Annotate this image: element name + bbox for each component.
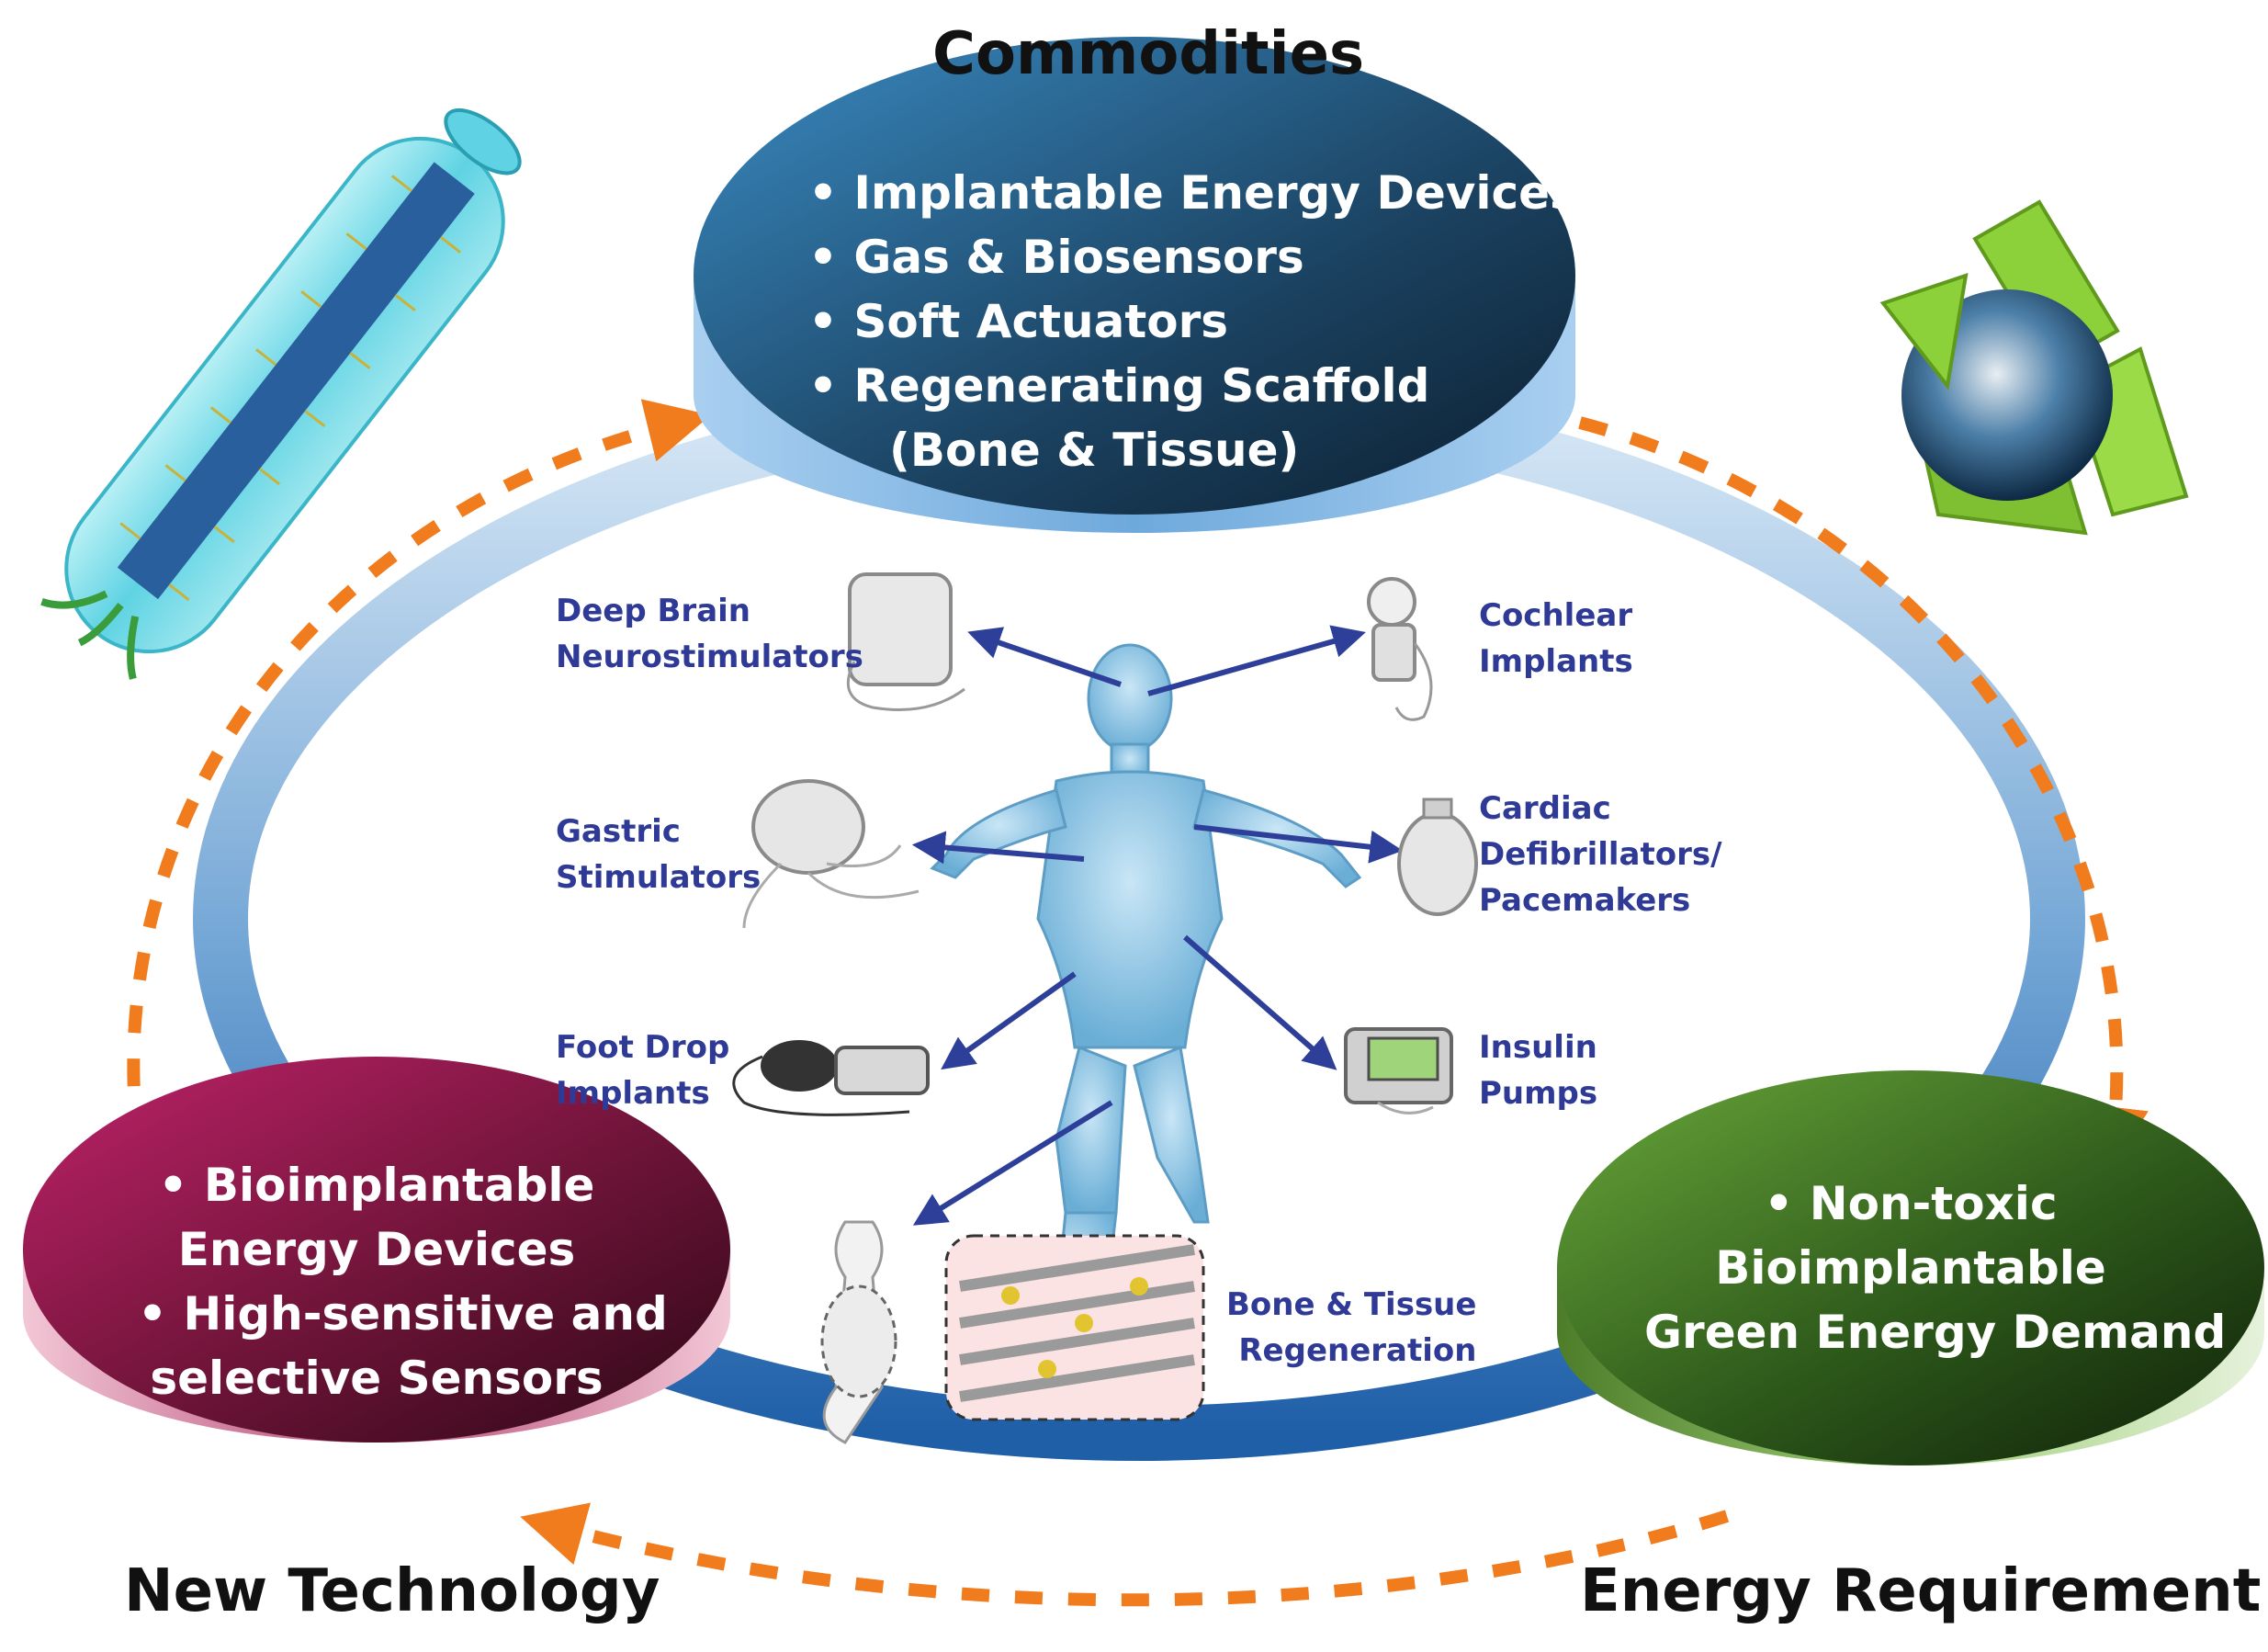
device-connectors [911, 625, 1404, 1226]
connector-foot-drop [941, 971, 1077, 1070]
label-cardiac-line-3: Pacemakers [1479, 882, 1691, 919]
heading-commodities: Commodities [932, 20, 1365, 88]
connector-insulin [1183, 934, 1337, 1070]
top-disk-line-1: • Implantable Energy Devices [808, 166, 1577, 220]
label-cardiac-line-1: Cardiac [1479, 790, 1611, 827]
neurostimulator-icon [846, 572, 965, 711]
left-disk-line-4: selective Sensors [150, 1352, 604, 1405]
pacemaker-icon [1397, 798, 1478, 916]
label-cardiac: Cardiac Defibrillators/ Pacemakers [1479, 786, 1722, 923]
label-foot-drop: Foot Drop Implants [556, 1024, 729, 1116]
label-gastric-line-2: Stimulators [556, 859, 762, 896]
connector-cochlear [1147, 625, 1366, 696]
label-cardiac-line-2: Defibrillators/ [1479, 836, 1722, 873]
left-disk-line-3: • High-sensitive and [138, 1287, 668, 1341]
top-disk-line-4: • Regenerating Scaffold [808, 359, 1430, 413]
right-disk-text: • Non-toxic Bioimplantable Green Energy … [1644, 1171, 2227, 1364]
left-disk-text: • Bioimplantable Energy Devices • High-s… [138, 1153, 668, 1410]
label-cochlear-line-1: Cochlear [1479, 597, 1633, 634]
connector-bone [912, 1100, 1113, 1226]
cochlear-implant-icon [1367, 577, 1433, 721]
top-disk-line-2: • Gas & Biosensors [808, 231, 1304, 284]
left-disk [23, 1057, 730, 1443]
label-insulin-line-2: Pumps [1479, 1075, 1598, 1112]
capsule-icon [40, 107, 522, 680]
top-disk-line-5: (Bone & Tissue) [889, 424, 1300, 477]
arrow-left-to-top [127, 399, 711, 1140]
top-disk-text: • Implantable Energy Devices • Gas & Bio… [808, 161, 1577, 482]
gastric-stimulator-icon [742, 779, 920, 929]
arrow-right-to-left [520, 1502, 1730, 1607]
label-bone: Bone & Tissue Regeneration [1226, 1282, 1476, 1374]
label-foot-drop-line-1: Foot Drop [556, 1029, 730, 1066]
connector-deep-brain [967, 627, 1122, 687]
heading-energy-requirement: Energy Requirement [1580, 1557, 2262, 1625]
label-gastric: Gastric Stimulators [556, 809, 761, 900]
insulin-pump-icon [1344, 1027, 1453, 1115]
right-disk-line-2: Bioimplantable [1715, 1241, 2106, 1295]
label-gastric-line-1: Gastric [556, 813, 681, 850]
label-insulin: Insulin Pumps [1479, 1024, 1597, 1116]
top-disk [694, 37, 1575, 533]
label-cochlear: Cochlear Implants [1479, 593, 1633, 685]
label-cochlear-line-2: Implants [1479, 643, 1633, 680]
connector-gastric [911, 831, 1085, 865]
left-disk-line-2: Energy Devices [177, 1223, 576, 1276]
left-disk-line-1: • Bioimplantable [158, 1159, 595, 1212]
label-insulin-line-1: Insulin [1479, 1029, 1597, 1066]
label-foot-drop-line-2: Implants [556, 1075, 710, 1112]
arrow-top-to-right [1578, 416, 2149, 1171]
label-deep-brain-line-1: Deep Brain [556, 593, 751, 629]
recycle-earth-icon [1879, 199, 2189, 536]
foot-drop-implant-icon [732, 1040, 930, 1116]
top-disk-line-3: • Soft Actuators [808, 295, 1229, 348]
label-bone-line-1: Bone & Tissue [1226, 1286, 1477, 1323]
right-disk [1557, 1070, 2264, 1465]
heading-new-technology: New Technology [124, 1557, 660, 1625]
label-bone-line-2: Regeneration [1238, 1332, 1477, 1369]
connector-cardiac [1193, 824, 1404, 864]
right-disk-line-1: • Non-toxic [1764, 1177, 2058, 1230]
label-deep-brain-line-2: Neurostimulators [556, 639, 863, 675]
bone-scaffold-icon [820, 1220, 1205, 1444]
dashed-cycle-arrows [127, 399, 2149, 1607]
right-disk-line-3: Green Energy Demand [1644, 1306, 2227, 1359]
label-deep-brain: Deep Brain Neurostimulators [556, 588, 863, 680]
